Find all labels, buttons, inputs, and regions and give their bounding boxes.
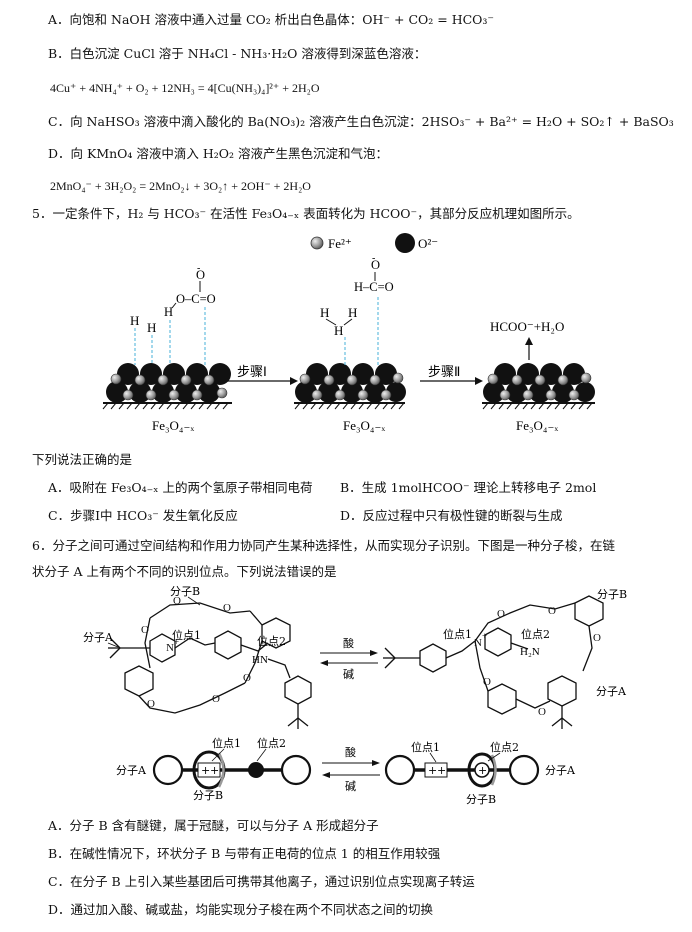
q5-option-b: B．生成 1molHCOO⁻ 理论上转移电子 2mol [340, 480, 597, 495]
q4-option-a: A．向饱和 NaOH 溶液中通入过量 CO₂ 析出白色晶体：OH⁻ + CO₂ … [48, 12, 495, 27]
schematic-left-site1: 位点1 [212, 736, 241, 750]
surface-formula-2: Fe₃O₄₋ₓ [343, 418, 385, 433]
right-structure [383, 595, 604, 729]
right-o-label: O [593, 632, 601, 644]
left-o-label: O [243, 672, 251, 684]
q5-option-c: C．步骤Ⅰ中 HCO₃⁻ 发生氧化反应 [48, 508, 238, 523]
left-site2-label: 位点2 [257, 634, 286, 648]
right-n-plus-label: N [474, 637, 482, 649]
fe-ion-legend-icon [310, 236, 324, 250]
q5-mechanism-figure: Fe²⁺ O²⁻ H H H O–C=O O - Fe₃O₄₋ₓ 步骤Ⅰ [102, 233, 595, 433]
catalyst-surface-3: HCOO⁻+H₂O Fe₃O₄₋ₓ [482, 319, 595, 433]
left-site1-label: 位点1 [172, 628, 201, 642]
q4-option-b: B．白色沉淀 CuCl 溶于 NH₄Cl - NH₃·H₂O 溶液得到深蓝色溶液… [48, 46, 427, 61]
left-o-label: O [141, 624, 149, 636]
step1-label: 步骤Ⅰ [237, 364, 267, 379]
h-atom-label: H [348, 305, 357, 320]
catalyst-surface-2: H H H H–C=O O - Fe₃O₄₋ₓ [294, 253, 406, 433]
acid-label-top: 酸 [343, 636, 354, 650]
schematic-left-molecule-a: 分子A [116, 764, 147, 777]
q5-option-a: A．吸附在 Fe₃O₄₋ₓ 上的两个氢原子带相同电荷 [48, 480, 313, 495]
right-schematic: ++ + [384, 752, 540, 788]
right-o-label: O [538, 706, 546, 718]
left-molecule-b-label: 分子B [170, 585, 200, 598]
q4-option-d-equation: 2MnO₄⁻ + 3H₂O₂ = 2MnO₂↓ + 3O₂↑ + 2OH⁻ + … [50, 179, 311, 193]
surface-formula-3: Fe₃O₄₋ₓ [516, 418, 558, 433]
q6-stem-line1: 6．分子之间可通过空间结构和作用力协同产生某种选择性，从而实现分子识别。下图是一… [32, 538, 615, 553]
bicarbonate-label: - [197, 263, 200, 274]
svg-text:+: + [482, 631, 487, 641]
schematic-right-molecule-b: 分子B [466, 793, 496, 806]
q4-option-b-equation: 4Cu⁺ + 4NH₄⁺ + O₂ + 12NH₃ = 4[Cu(NH₃)₄]²… [50, 81, 320, 95]
legend-fe-label: Fe²⁺ [328, 236, 352, 251]
q5-option-d: D．反应过程中只有极性键的断裂与生成 [340, 508, 563, 523]
svg-text:+: + [437, 764, 446, 777]
formate-intermediate-label: - [372, 253, 375, 264]
q4-option-c: C．向 NaHSO₃ 溶液中滴入酸化的 Ba(NO₃)₂ 溶液产生白色沉淀：2H… [48, 114, 674, 129]
h-atom-label: H [147, 320, 156, 335]
left-o-label: O [212, 693, 220, 705]
legend-o-label: O²⁻ [418, 236, 438, 251]
q6-option-b: B．在碱性情况下，环状分子 B 与带有正电荷的位点 1 的相互作用较强 [48, 846, 441, 861]
svg-text:+: + [428, 764, 437, 777]
q6-option-d: D．通过加入酸、碱或盐，均能实现分子梭在两个不同状态之间的切换 [48, 902, 434, 917]
left-o-label: O [223, 602, 231, 614]
schematic-left-molecule-b: 分子B [193, 789, 223, 802]
left-nh-label: HN [252, 654, 268, 666]
q4-option-d: D．向 KMnO₄ 溶液中滴入 H₂O₂ 溶液产生黑色沉淀和气泡： [48, 146, 389, 161]
left-o-label: O [173, 595, 181, 607]
schematic-left-site2: 位点2 [257, 736, 286, 750]
q5-stem: 5．一定条件下，H₂ 与 HCO₃⁻ 在活性 Fe₃O₄₋ₓ 表面转化为 HCO… [32, 206, 580, 221]
q6-option-c: C．在分子 B 上引入某些基团后可携带其他离子，通过识别位点实现离子转运 [48, 874, 475, 889]
formate-intermediate-label: H–C=O [354, 280, 394, 294]
q6-stem-line2: 状分子 A 上有两个不同的识别位点。下列说法错误的是 [32, 564, 337, 579]
right-o-label: O [548, 605, 556, 617]
left-n-plus-label: N [166, 642, 174, 654]
left-molecule-a-label: 分子A [83, 631, 114, 644]
right-site2-label: 位点2 [521, 627, 550, 641]
h-atom-label: H [130, 313, 139, 328]
right-o-label: O [497, 608, 505, 620]
bicarbonate-label: O–C=O [176, 292, 216, 306]
h-atom-label: H [320, 305, 329, 320]
left-schematic: ++ [152, 750, 312, 790]
svg-text:+: + [478, 764, 487, 777]
formate-intermediate-label: O [371, 258, 380, 272]
h-atom-label: H [334, 323, 343, 338]
left-structure [108, 602, 312, 729]
o-ion-legend-icon [395, 233, 415, 253]
acid-label-bottom: 酸 [345, 745, 356, 759]
bicarbonate-label: O [196, 268, 205, 282]
schematic-right-molecule-a: 分子A [545, 764, 576, 777]
q5-prompt: 下列说法正确的是 [32, 452, 133, 467]
right-site1-label: 位点1 [443, 627, 472, 641]
step2-label: 步骤Ⅱ [428, 364, 460, 379]
right-molecule-a-label: 分子A [596, 685, 627, 698]
surface-formula-1: Fe₃O₄₋ₓ [152, 418, 194, 433]
base-label-bottom: 碱 [345, 780, 356, 793]
left-o-label: O [147, 698, 155, 710]
right-molecule-b-label: 分子B [597, 588, 627, 601]
right-nh2-label: H₂N [520, 646, 540, 658]
svg-text:+: + [174, 637, 179, 647]
catalyst-surface-1: H H H O–C=O O - Fe₃O₄₋ₓ [102, 263, 232, 433]
base-label-top: 碱 [343, 668, 354, 681]
svg-text:+: + [201, 764, 210, 777]
right-o-label: O [483, 676, 491, 688]
bicarbonate-label: H [164, 305, 173, 319]
schematic-right-site1: 位点1 [411, 740, 440, 754]
svg-text:+: + [210, 764, 219, 777]
q6-option-a: A．分子 B 含有醚键，属于冠醚，可以与分子 A 形成超分子 [48, 818, 379, 833]
product-label: HCOO⁻+H₂O [490, 319, 564, 334]
schematic-right-site2: 位点2 [490, 740, 519, 754]
